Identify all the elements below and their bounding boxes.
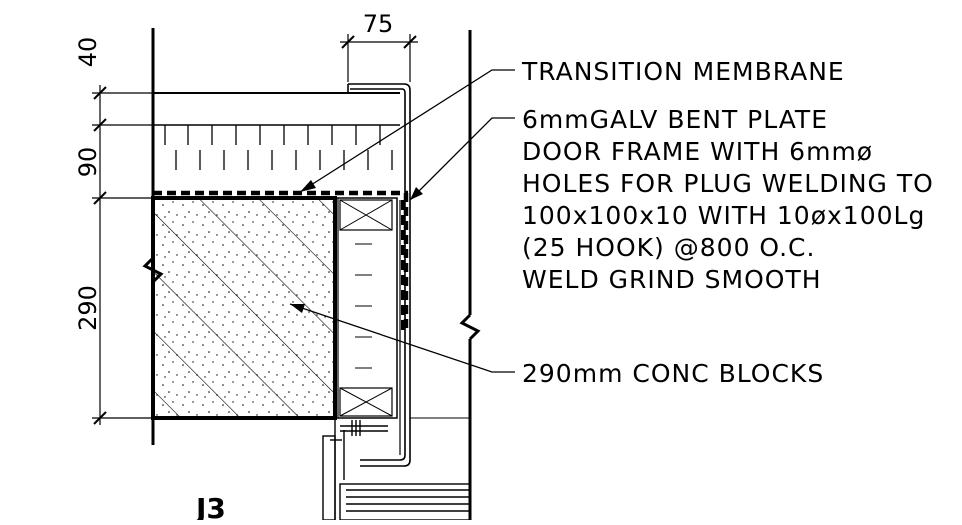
screed-layer (164, 125, 393, 170)
transition-membrane (153, 190, 409, 330)
timber-frame (334, 197, 398, 419)
note-bent-plate-line-3: HOLES FOR PLUG WELDING TO (522, 169, 934, 198)
leader-arrowheads (290, 180, 423, 313)
right-boundary-line (459, 30, 481, 520)
galv-bent-plate (347, 83, 411, 467)
note-bent-plate-line-1: 6mmGALV BENT PLATE (522, 105, 828, 134)
note-bent-plate: 6mmGALV BENT PLATE DOOR FRAME WITH 6mmø … (522, 105, 934, 294)
left-dimension-chain (92, 85, 153, 425)
leader-lines (289, 69, 515, 373)
dimension-40: 40 (74, 37, 102, 68)
dimension-75: 75 (363, 10, 394, 38)
top-slab-layer (153, 92, 400, 126)
dimension-290: 290 (74, 285, 102, 331)
concrete-block-wall (151, 196, 337, 420)
note-bent-plate-line-5: (25 HOOK) @800 O.C. (522, 233, 815, 262)
top-dimension (340, 34, 418, 82)
note-bent-plate-line-2: DOOR FRAME WITH 6mmø (522, 137, 873, 166)
note-bent-plate-line-4: 100x100x10 WITH 10øx100Lg (522, 201, 925, 230)
lower-frame-detail (322, 417, 471, 521)
note-bent-plate-line-6: WELD GRIND SMOOTH (522, 265, 822, 294)
note-conc-blocks: 290mm CONC BLOCKS (522, 359, 824, 388)
dimension-90: 90 (74, 147, 102, 178)
note-transition-membrane: TRANSITION MEMBRANE (521, 57, 845, 86)
detail-tag: J3 (194, 492, 226, 520)
